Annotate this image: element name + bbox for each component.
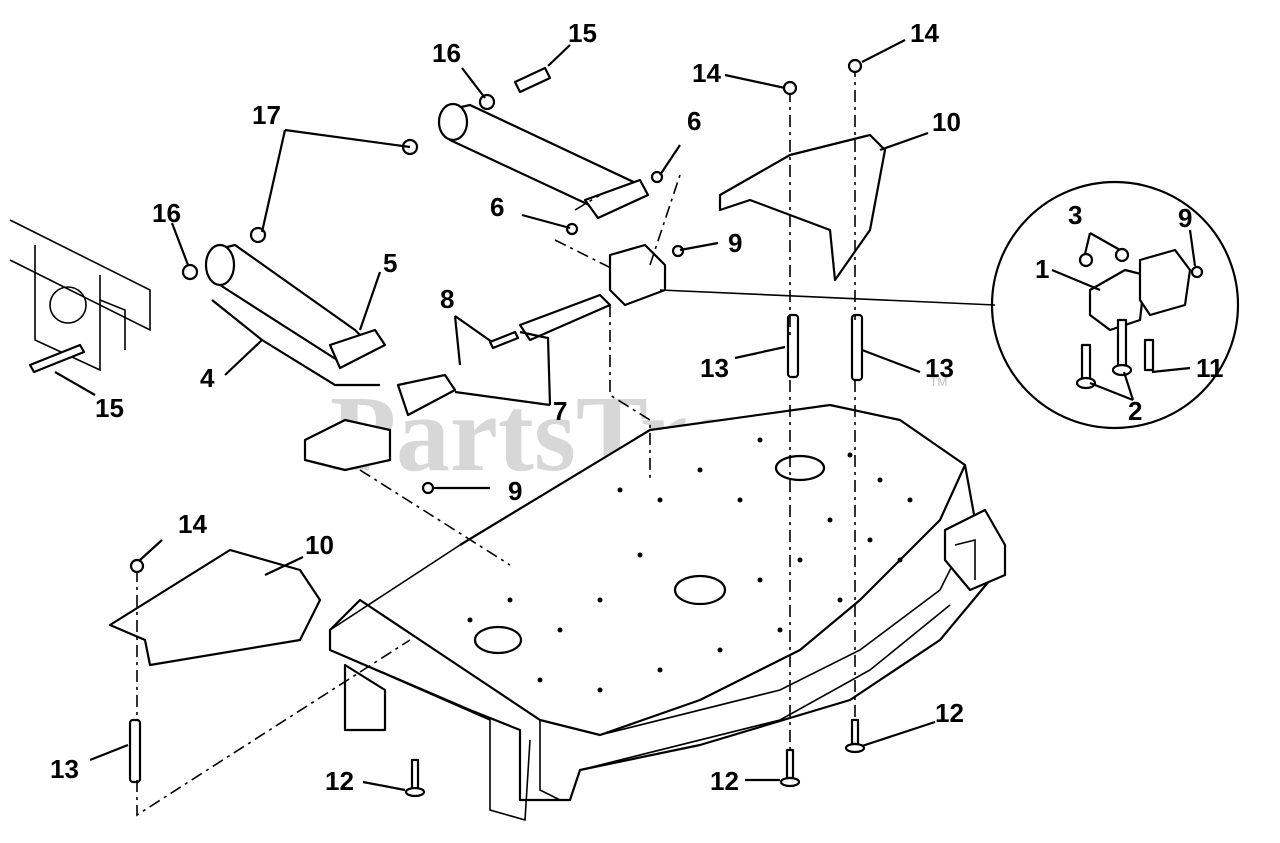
mower-deck bbox=[328, 403, 1007, 822]
baffle-lower bbox=[108, 548, 322, 667]
callout-6-upper: 6 bbox=[687, 106, 701, 136]
callout-14-lower: 14 bbox=[178, 509, 207, 539]
callout-13-right: 13 bbox=[925, 353, 954, 383]
callout-12-right: 12 bbox=[935, 698, 964, 728]
callout-9-upper: 9 bbox=[728, 228, 742, 258]
callout-8: 8 bbox=[440, 284, 454, 314]
rods bbox=[128, 313, 864, 784]
callout-5: 5 bbox=[383, 248, 397, 278]
baffle-upper bbox=[718, 133, 887, 282]
detail-inset bbox=[659, 180, 1240, 430]
callout-10-upper: 10 bbox=[932, 107, 961, 137]
callout-16-top: 16 bbox=[432, 38, 461, 68]
deck-holes bbox=[467, 437, 913, 693]
callout-9-inset: 9 bbox=[1178, 203, 1192, 233]
callout-3: 3 bbox=[1068, 200, 1082, 230]
leader-lines bbox=[54, 39, 1197, 792]
callout-13-lower: 13 bbox=[50, 754, 79, 784]
callout-2: 2 bbox=[1128, 396, 1142, 426]
lift-arm-upper bbox=[437, 102, 650, 220]
callout-10-lower: 10 bbox=[305, 530, 334, 560]
callout-6-lower: 6 bbox=[490, 192, 504, 222]
lift-arm-lower bbox=[204, 243, 387, 370]
callout-15-left: 15 bbox=[95, 393, 124, 423]
callout-13-mid: 13 bbox=[700, 353, 729, 383]
callout-4: 4 bbox=[200, 363, 215, 393]
callout-14-right: 14 bbox=[910, 18, 939, 48]
callout-11: 11 bbox=[1196, 353, 1224, 383]
callout-9-lower: 9 bbox=[508, 476, 522, 506]
callout-7: 7 bbox=[553, 396, 567, 426]
callout-12-left: 12 bbox=[325, 766, 354, 796]
callout-14-mid: 14 bbox=[692, 58, 721, 88]
front-hanger bbox=[303, 418, 392, 472]
watermark-tm: TM bbox=[930, 375, 947, 389]
fasteners bbox=[28, 58, 866, 798]
assembly-lines bbox=[136, 65, 856, 817]
callout-15-top: 15 bbox=[568, 18, 597, 48]
callout-12-mid: 12 bbox=[710, 766, 739, 796]
callout-17: 17 bbox=[252, 100, 281, 130]
callout-1: 1 bbox=[1035, 254, 1049, 284]
callout-labels: 16 15 17 16 5 4 15 6 6 9 8 7 9 14 14 10 … bbox=[50, 18, 1224, 796]
callout-16-left: 16 bbox=[152, 198, 181, 228]
